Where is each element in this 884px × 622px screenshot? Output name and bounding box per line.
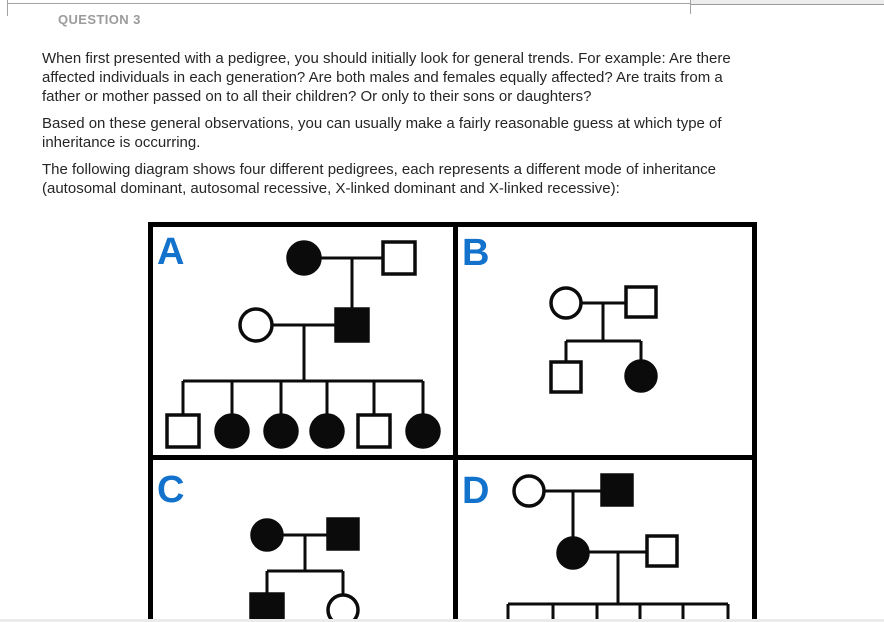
unaffected-male-symbol xyxy=(381,240,417,276)
affected-female-symbol xyxy=(214,413,250,449)
screenshot-bottom-edge xyxy=(0,619,884,622)
unaffected-female-symbol xyxy=(549,286,583,320)
pedigree-quadrant-b: B xyxy=(458,227,752,460)
affected-female-symbol xyxy=(624,359,658,393)
affected-female-symbol xyxy=(286,240,322,276)
pedigree-quadrant-d: D xyxy=(458,460,752,622)
unaffected-male-symbol xyxy=(645,534,679,568)
affected-male-symbol xyxy=(249,592,285,622)
affected-male-symbol xyxy=(334,307,370,343)
unaffected-male-symbol xyxy=(549,360,583,394)
affected-female-symbol xyxy=(405,413,441,449)
affected-male-symbol xyxy=(326,517,360,551)
page-background-strip xyxy=(690,0,884,5)
pedigree-c-chart: C xyxy=(157,469,360,622)
pedigree-label-b: B xyxy=(462,232,489,274)
pedigree-a-chart: A xyxy=(157,231,441,449)
question-paragraph-observations: Based on these general observations, you… xyxy=(42,115,722,151)
unaffected-female-symbol xyxy=(326,593,360,622)
unaffected-male-symbol xyxy=(165,413,201,449)
unaffected-female-symbol xyxy=(238,307,274,343)
question-header: QUESTION 3 xyxy=(58,12,141,27)
unaffected-male-symbol xyxy=(356,413,392,449)
pedigree-label-a: A xyxy=(157,231,184,273)
affected-female-symbol xyxy=(263,413,299,449)
pedigree-quadrant-c: C xyxy=(153,460,458,622)
question-body: When first presented with a pedigree, yo… xyxy=(42,49,842,206)
pedigree-quadrant-a: A xyxy=(153,227,458,460)
panel-left-border xyxy=(7,0,8,16)
panel-divider-line xyxy=(7,3,691,4)
affected-male-symbol xyxy=(600,473,634,507)
unaffected-female-symbol xyxy=(512,474,546,508)
affected-female-symbol xyxy=(556,536,590,570)
affected-female-symbol xyxy=(309,413,345,449)
question-title: QUESTION 3 xyxy=(58,12,141,27)
pedigree-label-c: C xyxy=(157,469,184,511)
pedigree-label-d: D xyxy=(462,470,489,512)
question-paragraph-diagram-intro: The following diagram shows four differe… xyxy=(42,161,717,197)
pedigree-diagram: A B C D xyxy=(148,222,757,622)
pedigree-d-chart: D xyxy=(462,470,730,622)
pedigree-b-chart: B xyxy=(462,232,658,394)
unaffected-male-symbol xyxy=(624,285,658,319)
question-paragraph-intro: When first presented with a pedigree, yo… xyxy=(42,50,731,105)
panel-corner-border xyxy=(690,0,691,14)
affected-female-symbol xyxy=(250,518,284,552)
